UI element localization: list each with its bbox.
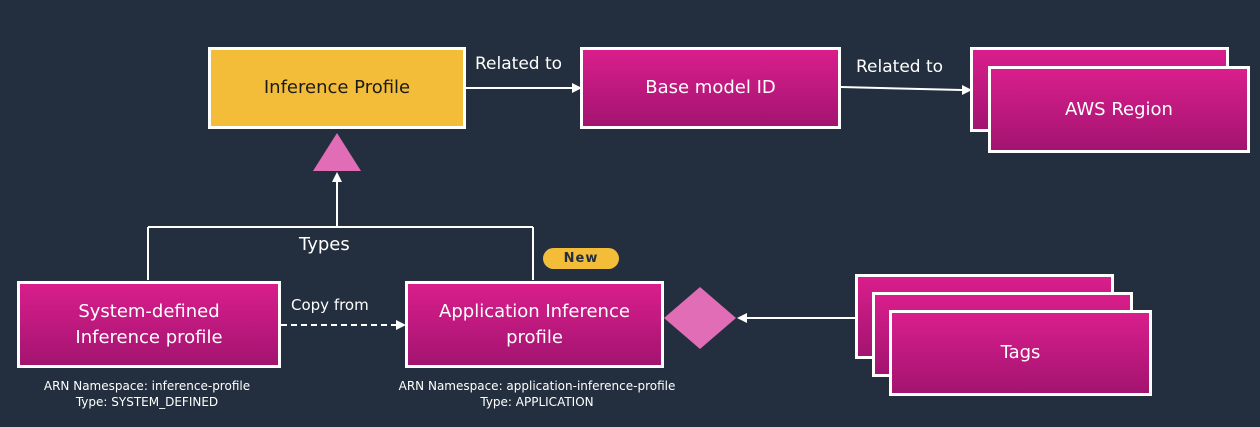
node-tags-label: Tags bbox=[1000, 342, 1041, 364]
node-base-model-id-label: Base model ID bbox=[645, 77, 776, 99]
inheritance-triangle-icon bbox=[313, 133, 361, 171]
edge-related-to-region bbox=[840, 86, 963, 91]
node-inference-profile-label: Inference Profile bbox=[263, 77, 411, 99]
edge-label-related-to-1: Related to bbox=[475, 54, 563, 74]
new-badge: New bbox=[543, 248, 619, 269]
arrowhead-types bbox=[332, 172, 342, 182]
edge-label-related-to-2: Related to bbox=[856, 57, 944, 77]
node-aws-region: AWS Region bbox=[988, 66, 1250, 153]
system-type-note: Type: SYSTEM_DEFINED bbox=[75, 395, 219, 410]
arrowhead-tags bbox=[737, 313, 747, 323]
node-base-model-id: Base model ID bbox=[580, 47, 841, 129]
node-system-defined-label: System-defined Inference profile bbox=[75, 301, 223, 348]
app-type-note: Type: APPLICATION bbox=[480, 395, 594, 410]
system-defined-note: ARN Namespace: inference-profile Type: S… bbox=[20, 378, 274, 410]
arrowhead-base-model bbox=[572, 83, 582, 93]
node-system-defined: System-defined Inference profile bbox=[17, 281, 281, 368]
app-ns-note: ARN Namespace: application-inference-pro… bbox=[398, 379, 676, 393]
system-ns-note: ARN Namespace: inference-profile bbox=[43, 379, 251, 393]
edge-label-copy-from: Copy from bbox=[291, 296, 369, 314]
application-note: ARN Namespace: application-inference-pro… bbox=[374, 378, 700, 410]
arrowhead-region bbox=[962, 85, 972, 95]
arrowhead-copy-from bbox=[396, 320, 406, 330]
node-application-label: Application Inference profile bbox=[439, 301, 630, 348]
node-inference-profile: Inference Profile bbox=[208, 47, 466, 129]
composition-diamond-icon bbox=[664, 287, 736, 349]
edge-label-types: Types bbox=[299, 234, 350, 255]
node-application: Application Inference profile bbox=[405, 281, 664, 368]
node-tags: Tags bbox=[889, 310, 1152, 396]
node-aws-region-label: AWS Region bbox=[1065, 98, 1173, 120]
